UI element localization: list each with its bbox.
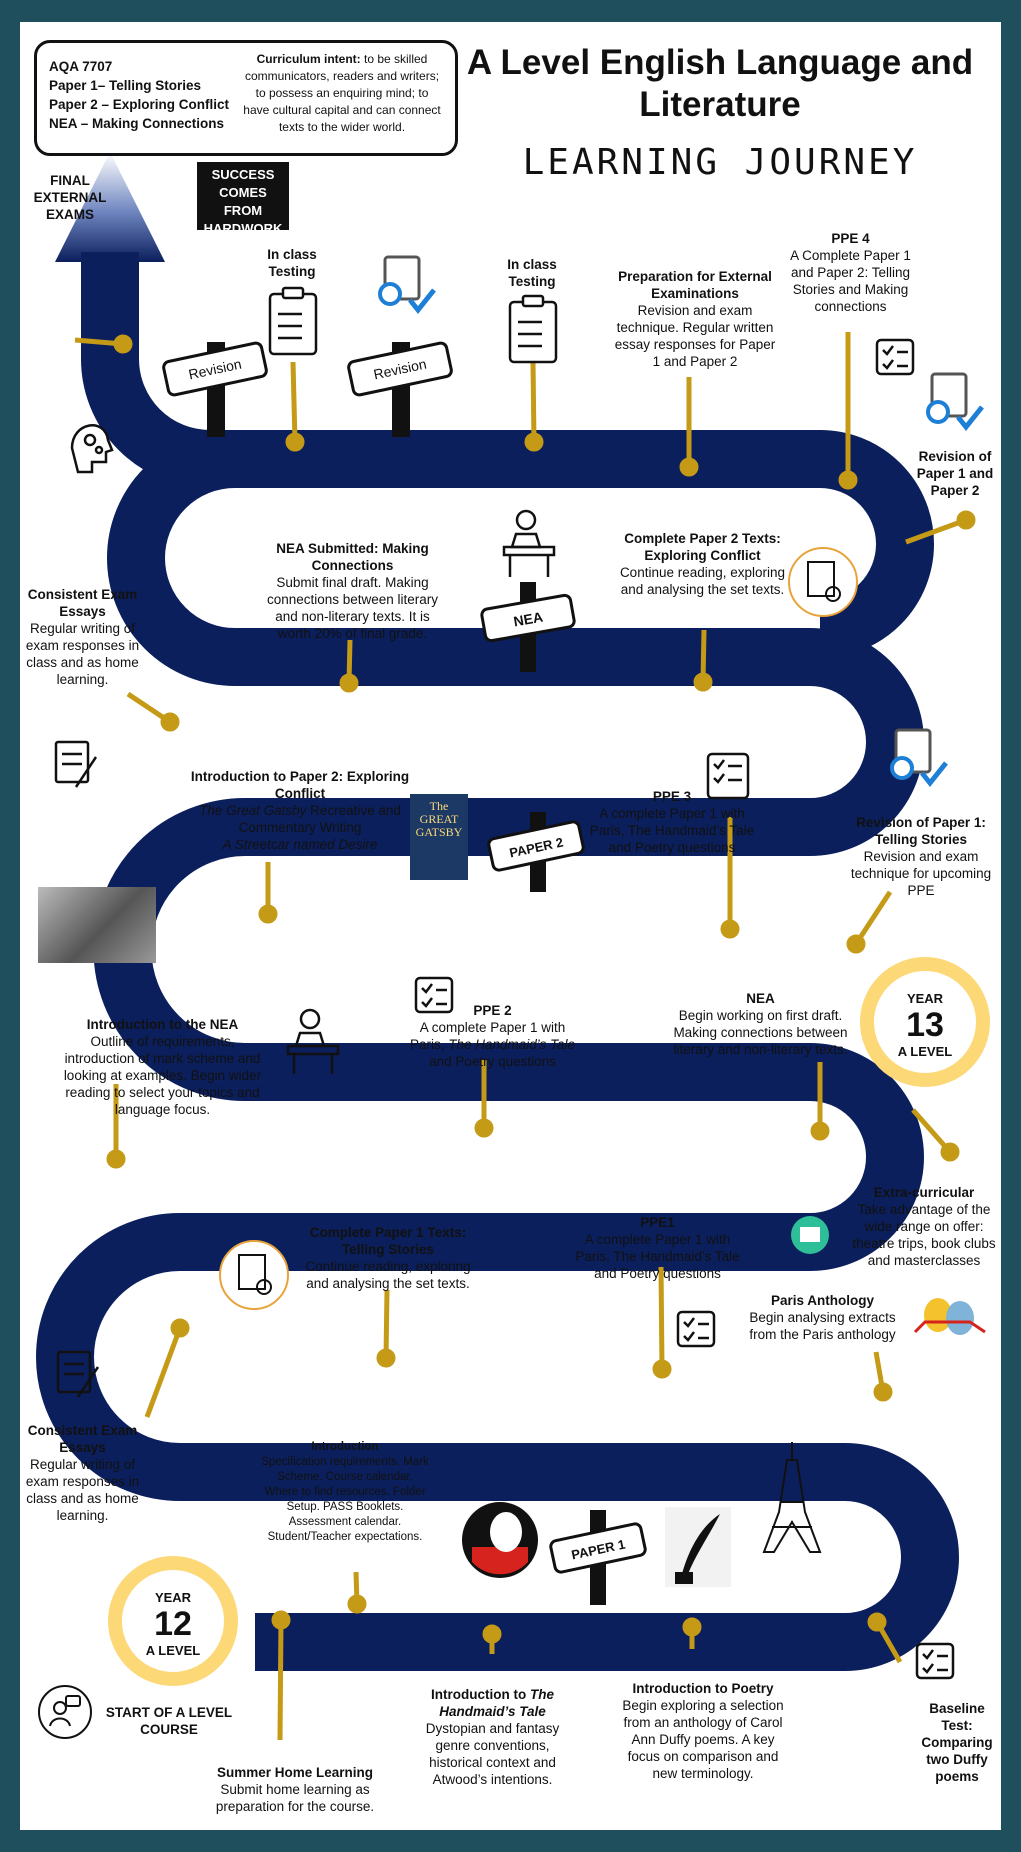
signpost-revision-2: Revision [347,341,453,437]
checklist-icon [268,286,955,1680]
student-chat-icon [38,1685,92,1739]
intent-text: to be skilled communicators, readers and… [243,52,441,134]
final-arrow-head [55,152,165,262]
great-gatsby-book: The GREAT GATSBY [410,794,468,880]
inclass-testing-2: In class Testing [507,257,557,289]
head-gears-icon [70,424,114,474]
inclass-testing-1: In class Testing [267,247,317,279]
success-poster: SUCCESS COMES FROM HARDWORK [197,162,289,236]
milestone-intro-handmaid: Introduction to The Handmaid’s Tale Dyst… [425,1687,560,1787]
milestone-ppe3: PPE 3 A complete Paper 1 with Paris, The… [589,789,755,855]
book-club-icon [791,1216,829,1254]
milestone-ppe2: PPE 2 A complete Paper 1 with Paris, The… [409,1003,576,1069]
milestone-summer: Summer Home Learning Submit home learnin… [215,1765,375,1814]
paper2-label: Paper 2 – Exploring Conflict [49,97,230,112]
final-arrow-shaft [81,252,139,312]
milestone-complete-p2: Complete Paper 2 Texts: Exploring Confli… [619,531,786,597]
signpost-revision-1: Revision [162,341,268,437]
signpost-nea: NEA [480,582,576,672]
milestone-ppe1: PPE1 A complete Paper 1 with Paris, The … [575,1215,740,1281]
streetcar-photo [38,887,156,963]
spec-code: AQA 7707 [49,59,113,74]
milestone-revision-p1p2: Revision of Paper 1 and Paper 2 [916,449,994,498]
signpost-paper2: PAPER 2 [487,812,585,892]
eiffel-tower-icon [762,1442,822,1553]
student-desk-icon [286,509,556,1074]
milestone-paris: Paris Anthology Begin analysing extracts… [749,1293,896,1342]
milestone-intro-p2: Introduction to Paper 2: Exploring Confl… [190,769,410,852]
start-of-course-label: START OF A LEVEL COURSE [105,1705,233,1737]
intent-label: Curriculum intent: [256,52,361,66]
year-12-badge: YEAR 12 A LEVEL [108,1556,238,1686]
theatre-masks-icon [913,1298,986,1335]
milestone-prep-external: Preparation for External Examinations Re… [614,269,776,369]
milestone-exam-essays-2: Consistent Exam Essays Regular writing o… [25,1423,140,1523]
milestone-baseline: Baseline Test: Comparing two Duffy poems [921,1701,993,1784]
document-search-icon [219,547,858,1310]
curriculum-intent: Curriculum intent: to be skilled communi… [242,51,442,136]
milestone-nea-submitted: NEA Submitted: Making Connections Submit… [266,541,439,641]
milestone-complete-p1: Complete Paper 1 Texts: Telling Stories … [305,1225,471,1291]
page-title: A Level English Language and Literature [466,43,974,124]
milestone-introduction: Introduction Specification requirements.… [261,1441,429,1543]
milestone-intro-poetry: Introduction to Poetry Begin exploring a… [622,1681,784,1781]
signpost-paper1: PAPER 1 [549,1510,647,1605]
quill-ink-icon [665,1507,731,1587]
sign-text-nea: NEA [512,609,544,630]
milestone-extra-curricular: Extra-curricular Take advantage of the w… [852,1185,996,1268]
road-top-curve [81,252,235,488]
year-13-badge: YEAR 13 A LEVEL [860,957,990,1087]
paper1-label: Paper 1– Telling Stories [49,78,202,93]
page-subtitle: LEARNING JOURNEY [522,142,918,183]
writing-document-icon [54,740,100,1398]
milestone-revision-p1: Revision of Paper 1: Telling Stories Rev… [850,815,992,898]
final-exams-label: FINAL EXTERNAL EXAMS [33,173,107,222]
milestone-exam-essays-1: Consistent Exam Essays Regular writing o… [25,587,140,687]
infographic-page: Revision Revision NEA PAPER 2 PAPER 1 [20,22,1001,1830]
journey-road: Revision Revision NEA PAPER 2 PAPER 1 [36,152,986,1741]
search-clipboard-icon [378,255,984,788]
handmaid-icon [462,1502,538,1578]
course-info-box: AQA 7707 Paper 1– Telling Stories Paper … [34,40,458,156]
course-papers: AQA 7707 Paper 1– Telling Stories Paper … [49,57,229,133]
milestone-nea-begin: NEA Begin working on first draft. Making… [673,991,848,1057]
nea-label: NEA – Making Connections [49,116,225,131]
milestone-intro-nea: Introduction to the NEA Outline of requi… [63,1017,262,1117]
milestone-ppe4: PPE 4 A Complete Paper 1 and Paper 2: Te… [790,231,911,314]
